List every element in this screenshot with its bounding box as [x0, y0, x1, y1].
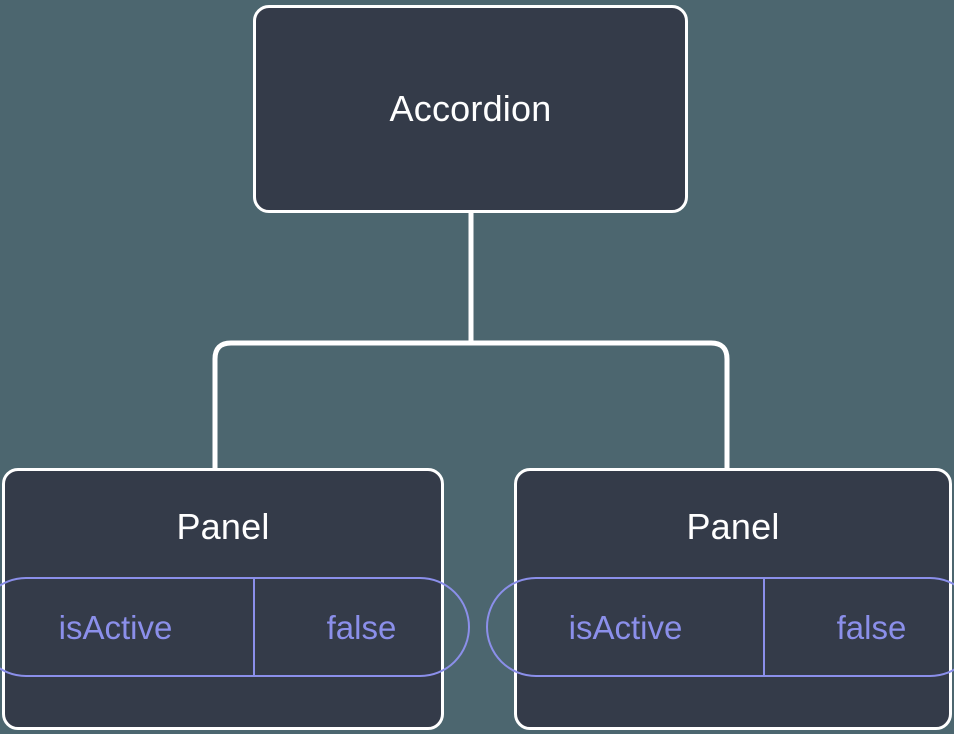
- node-panel-right[interactable]: Panel isActive false: [486, 468, 954, 730]
- prop-value-right: false: [836, 608, 907, 646]
- edge-to-panel-right: [471, 340, 730, 470]
- prop-value-cell-left: false: [255, 579, 468, 675]
- prop-name-right: isActive: [568, 608, 683, 646]
- prop-name-cell-right: isActive: [488, 579, 763, 675]
- prop-divider-right: [763, 579, 765, 675]
- node-panel-left[interactable]: Panel isActive false: [0, 468, 470, 730]
- prop-value-cell-right: false: [765, 579, 954, 675]
- prop-name-left: isActive: [58, 608, 173, 646]
- node-panel-left-label: Panel: [176, 506, 270, 547]
- node-panel-right-label: Panel: [686, 506, 780, 547]
- prop-divider-left: [253, 579, 255, 675]
- edge-to-panel-left: [212, 340, 471, 470]
- prop-name-cell-left: isActive: [0, 579, 253, 675]
- node-accordion-label: Accordion: [389, 88, 552, 129]
- prop-value-left: false: [326, 608, 397, 646]
- prop-pill-left[interactable]: isActive false: [0, 577, 470, 677]
- prop-pill-right[interactable]: isActive false: [486, 577, 954, 677]
- node-accordion[interactable]: Accordion: [253, 5, 688, 213]
